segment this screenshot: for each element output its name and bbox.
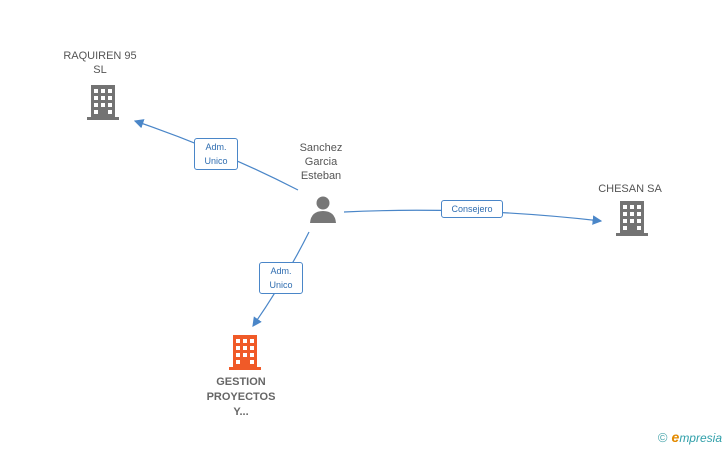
node-gestion-label[interactable]: GESTION PROYECTOS Y... xyxy=(191,375,291,420)
node-person-label[interactable]: Sanchez Garcia Esteban xyxy=(281,141,361,183)
copyright-footer: © empresia xyxy=(658,429,722,445)
building-icon[interactable] xyxy=(86,85,120,120)
node-gestion-line1: GESTION xyxy=(216,376,266,388)
edge-label-line2: Unico xyxy=(204,156,228,166)
building-icon[interactable] xyxy=(228,335,262,370)
node-chesan-name: CHESAN SA xyxy=(598,183,662,195)
brand-logo[interactable]: empresia xyxy=(672,429,722,445)
edge-label-line1: Adm. xyxy=(205,142,227,152)
node-raquiren-line1: RAQUIREN 95 xyxy=(63,50,137,62)
edge-label-text: Consejero xyxy=(451,204,493,214)
node-gestion-line3: Y... xyxy=(233,406,249,418)
person-icon[interactable] xyxy=(309,195,337,223)
node-person-line1: Sanchez xyxy=(299,142,343,154)
node-raquiren-line2: SL xyxy=(93,64,107,76)
edge-label-line1: Adm. xyxy=(270,266,292,276)
edge-label-adm-unico[interactable]: Adm. Unico xyxy=(194,138,238,170)
copyright-symbol: © xyxy=(657,429,668,445)
building-icon[interactable] xyxy=(615,201,649,236)
node-raquiren-label[interactable]: RAQUIREN 95 SL xyxy=(55,49,145,77)
node-chesan-label[interactable]: CHESAN SA xyxy=(585,182,675,196)
edge-label-consejero[interactable]: Consejero xyxy=(441,200,503,218)
node-person-line2: Garcia xyxy=(304,156,338,168)
node-person-line3: Esteban xyxy=(300,170,342,182)
edge-label-adm-unico[interactable]: Adm. Unico xyxy=(259,262,303,294)
brand-logo-rest: mpresia xyxy=(679,431,722,445)
edge-label-line2: Unico xyxy=(269,280,293,290)
brand-logo-e: e xyxy=(671,429,680,445)
node-gestion-line2: PROYECTOS xyxy=(206,391,276,403)
